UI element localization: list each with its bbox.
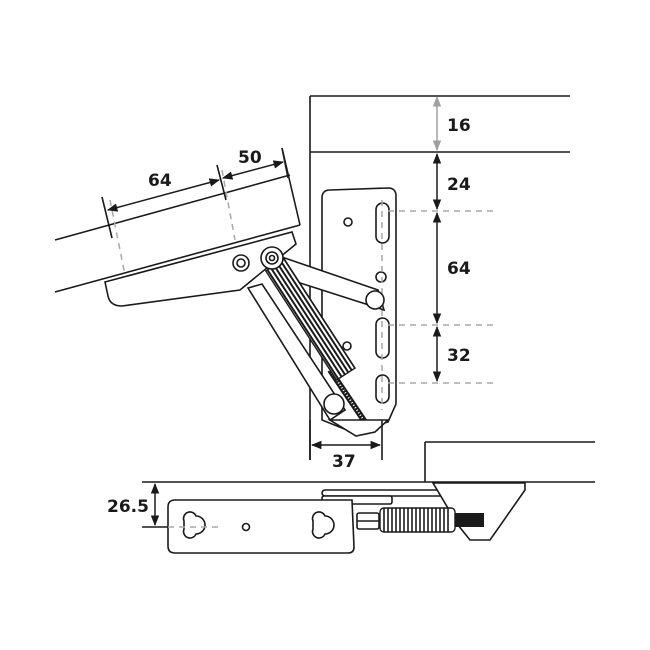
dim-lower-slot-spacing: 32 — [447, 346, 471, 366]
lower-arm — [246, 283, 347, 422]
dim-plate-width: 37 — [332, 452, 356, 472]
dimension-guides: 16 24 64 32 — [388, 95, 495, 384]
dim-lid-edge-offset: 50 — [238, 148, 262, 168]
lid-dimensions: 64 50 — [101, 147, 289, 239]
bottom-view: 26.5 — [107, 441, 595, 554]
dim-panel-thickness: 16 — [447, 116, 471, 136]
keyhole-slot-left-icon — [182, 511, 206, 539]
dim-lid-hole-spacing: 64 — [148, 171, 172, 191]
dim-bottom-offset: 26.5 — [107, 497, 149, 517]
spring-assembly — [260, 246, 370, 427]
dim-top-offset: 24 — [447, 175, 471, 195]
keyhole-slot-right-icon — [311, 511, 335, 539]
plate-width-dimension: 37 — [309, 420, 383, 472]
plate-foot — [327, 419, 391, 437]
dim-slot-spacing: 64 — [447, 259, 471, 279]
